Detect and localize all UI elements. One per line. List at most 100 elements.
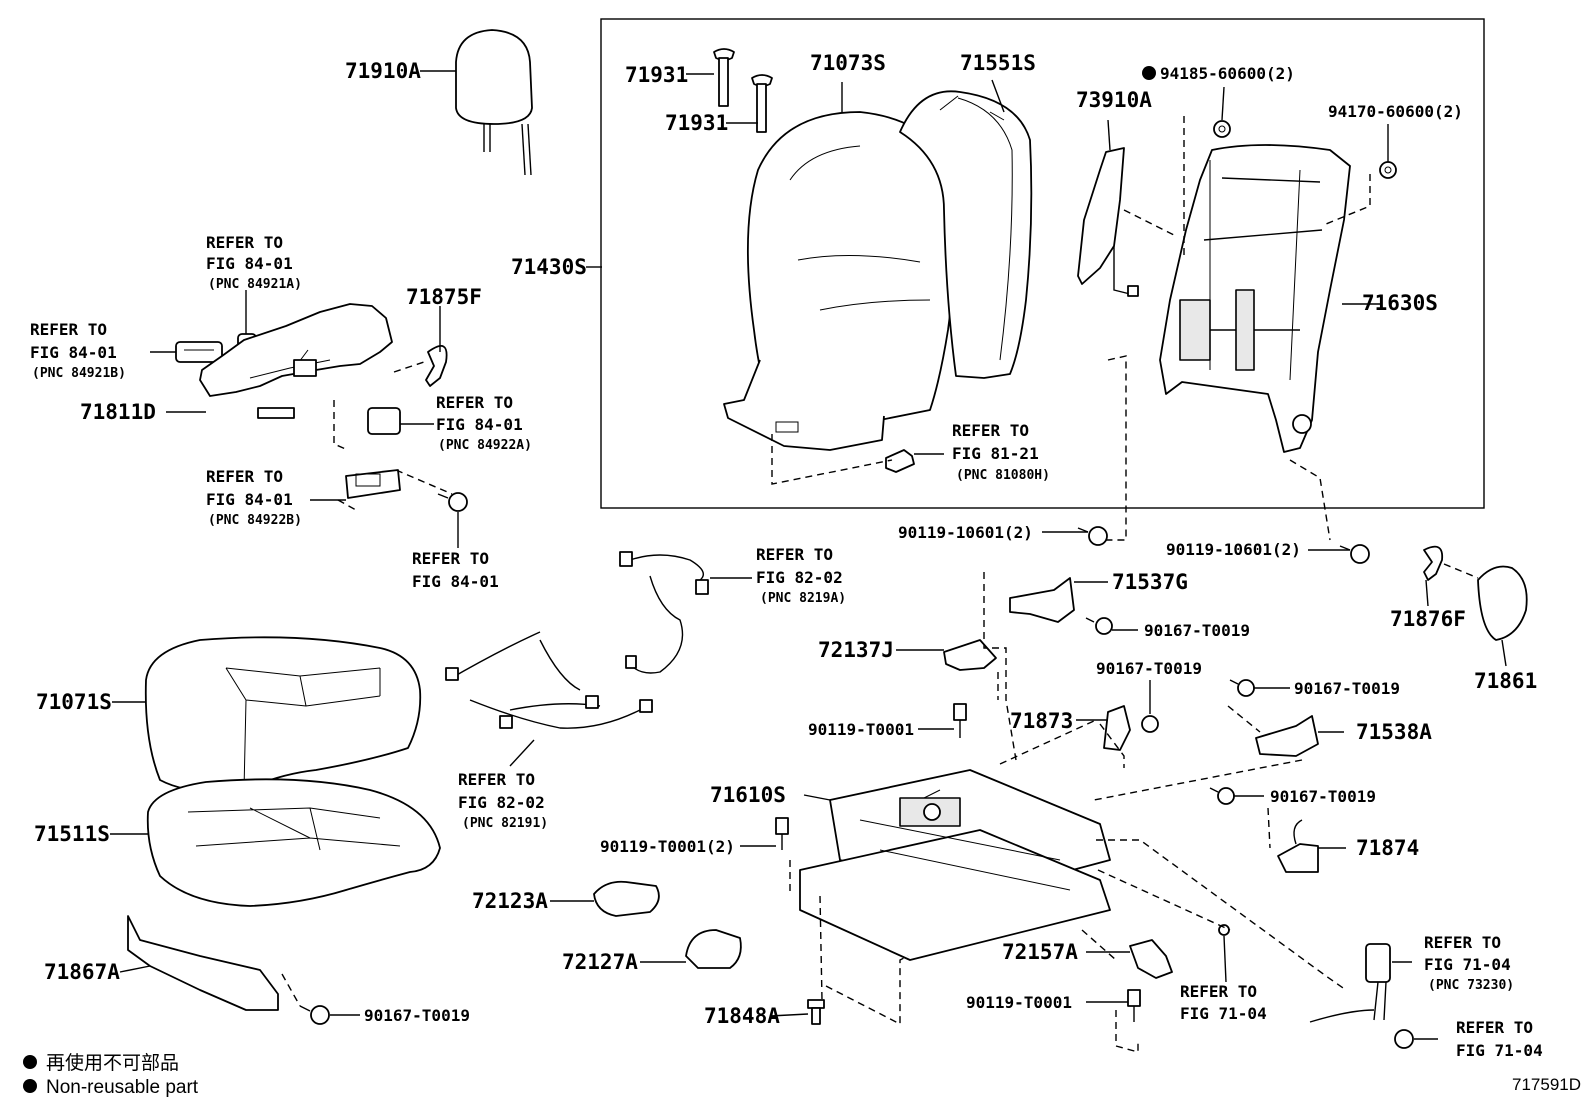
svg-text:REFER TO: REFER TO <box>412 549 489 568</box>
bolt-90119-t0001-c <box>1127 989 1141 1022</box>
svg-text:REFER TO: REFER TO <box>756 545 833 564</box>
seatback-cover <box>723 111 958 451</box>
label-71430s: 71430S <box>511 255 587 279</box>
cover-72157a <box>1129 939 1173 979</box>
wire-harness-82191 <box>445 631 653 729</box>
svg-text:(PNC 84922B): (PNC 84922B) <box>208 513 302 528</box>
svg-text:REFER TO: REFER TO <box>206 467 283 486</box>
label-72127a: 72127A <box>562 950 638 974</box>
seat-belt-buckle <box>1309 943 1414 1049</box>
bolt-90119-t0001-a <box>953 703 967 738</box>
switch-84922a <box>367 407 401 435</box>
svg-text:(PNC 73230): (PNC 73230) <box>1428 978 1514 993</box>
svg-text:REFER TO: REFER TO <box>1424 933 1501 952</box>
cover-72127a <box>685 929 742 969</box>
svg-text:(PNC 81080H): (PNC 81080H) <box>956 468 1050 483</box>
seat-cushion-pad <box>146 778 441 907</box>
svg-text:REFER TO: REFER TO <box>206 233 283 252</box>
ref-71-04-nut: REFER TO FIG 71-04 <box>1456 1018 1543 1060</box>
wire-harness-8219a <box>619 551 709 674</box>
label-71931-b: 71931 <box>665 111 728 135</box>
pin-71848a <box>807 999 825 1025</box>
switch-84922b <box>345 469 401 499</box>
ref-84-01-screw: REFER TO FIG 84-01 <box>412 549 499 591</box>
knob-71875f <box>425 345 448 387</box>
svg-text:FIG 71-04: FIG 71-04 <box>1456 1041 1543 1060</box>
label-71073s: 71073S <box>810 51 886 75</box>
bolt-90119-t0001-b <box>775 817 789 850</box>
headrest-support <box>713 48 773 133</box>
ref-84921a: REFER TO FIG 84-01 (PNC 84921A) <box>206 233 302 292</box>
headrest <box>455 29 533 176</box>
svg-text:FIG 82-02: FIG 82-02 <box>756 568 843 587</box>
ring-fig-71-04 <box>1218 924 1230 936</box>
bracket-71874 <box>1277 819 1319 873</box>
hardware-labels: 94185-60600(2) 94170-60600(2) 90119-1060… <box>364 64 1463 1025</box>
label-90167-c: 90167-T0019 <box>1294 679 1400 698</box>
svg-text:(PNC 84922A): (PNC 84922A) <box>438 438 532 453</box>
label-90119-t0001-b: 90119-T0001(2) <box>600 837 735 856</box>
knob-71861 <box>1477 565 1528 641</box>
screw-90167-lower <box>299 1005 330 1025</box>
ref-73230: REFER TO FIG 71-04 (PNC 73230) <box>1424 933 1514 993</box>
side-shield <box>199 303 393 419</box>
nut-94170 <box>1379 161 1397 179</box>
switch-84921b <box>175 341 223 363</box>
label-90167-e: 90167-T0019 <box>364 1006 470 1025</box>
label-71511s: 71511S <box>34 822 110 846</box>
seat-adjuster <box>799 769 1111 961</box>
screw-90167-d <box>1209 787 1235 805</box>
label-71551s: 71551S <box>960 51 1036 75</box>
non-reusable-bullet-icon <box>23 1055 37 1069</box>
svg-text:FIG 84-01: FIG 84-01 <box>30 343 117 362</box>
screw-84-01 <box>437 492 468 512</box>
label-72157a: 72157A <box>1002 940 1078 964</box>
side-airbag-cover <box>1077 147 1139 297</box>
svg-text:FIG 84-01: FIG 84-01 <box>436 415 523 434</box>
cover-72137j <box>943 639 997 671</box>
label-71931-a: 71931 <box>625 63 688 87</box>
svg-text:REFER TO: REFER TO <box>1180 982 1257 1001</box>
label-71867a: 71867A <box>44 960 120 984</box>
svg-text:FIG 84-01: FIG 84-01 <box>206 490 293 509</box>
svg-text:(PNC 82191): (PNC 82191) <box>462 816 548 831</box>
label-72137j: 72137J <box>818 638 894 662</box>
label-71873: 71873 <box>1010 709 1073 733</box>
non-reusable-bullet-icon <box>23 1079 37 1093</box>
svg-text:REFER TO: REFER TO <box>458 770 535 789</box>
label-90167-d: 90167-T0019 <box>1270 787 1376 806</box>
non-reusable-bullet-icon <box>1142 66 1156 80</box>
svg-text:REFER TO: REFER TO <box>952 421 1029 440</box>
assembly-dashed-lines <box>281 116 1479 1053</box>
connector-81080h <box>885 449 915 473</box>
ref-8219a: REFER TO FIG 82-02 (PNC 8219A) <box>756 545 846 606</box>
label-71874: 71874 <box>1356 836 1419 860</box>
label-71910a: 71910A <box>345 59 421 83</box>
label-90119-t0001-c: 90119-T0001 <box>966 993 1072 1012</box>
svg-text:FIG 71-04: FIG 71-04 <box>1180 1004 1267 1023</box>
label-71630s: 71630S <box>1362 291 1438 315</box>
svg-text:REFER TO: REFER TO <box>436 393 513 412</box>
label-71875f: 71875F <box>406 285 482 309</box>
leader-lines <box>110 70 1507 1040</box>
label-72123a: 72123A <box>472 889 548 913</box>
reference-labels: REFER TO FIG 84-01 (PNC 84921A) REFER TO… <box>30 233 1543 1060</box>
svg-text:FIG 71-04: FIG 71-04 <box>1424 955 1511 974</box>
bracket-71873 <box>1103 705 1131 751</box>
ref-82191: REFER TO FIG 82-02 (PNC 82191) <box>458 770 548 831</box>
ref-71-04-ring: REFER TO FIG 71-04 <box>1180 982 1267 1023</box>
label-90119-left: 90119-10601(2) <box>898 523 1033 542</box>
bolt-90119-left <box>1077 526 1108 546</box>
label-73910a: 73910A <box>1076 88 1152 112</box>
label-71861: 71861 <box>1474 669 1537 693</box>
svg-text:(PNC 8219A): (PNC 8219A) <box>760 591 846 606</box>
legend: 再使用不可部品 Non-reusable part <box>23 1052 199 1098</box>
seat-back-group-box <box>600 18 1485 509</box>
bracket-71538a <box>1255 715 1319 757</box>
svg-text:(PNC 84921A): (PNC 84921A) <box>208 277 302 292</box>
part-labels: 71910A 71931 71931 71073S 71551S 73910A … <box>34 51 1537 1028</box>
svg-text:FIG 81-21: FIG 81-21 <box>952 444 1039 463</box>
svg-text:FIG 82-02: FIG 82-02 <box>458 793 545 812</box>
svg-text:FIG 84-01: FIG 84-01 <box>206 254 293 273</box>
